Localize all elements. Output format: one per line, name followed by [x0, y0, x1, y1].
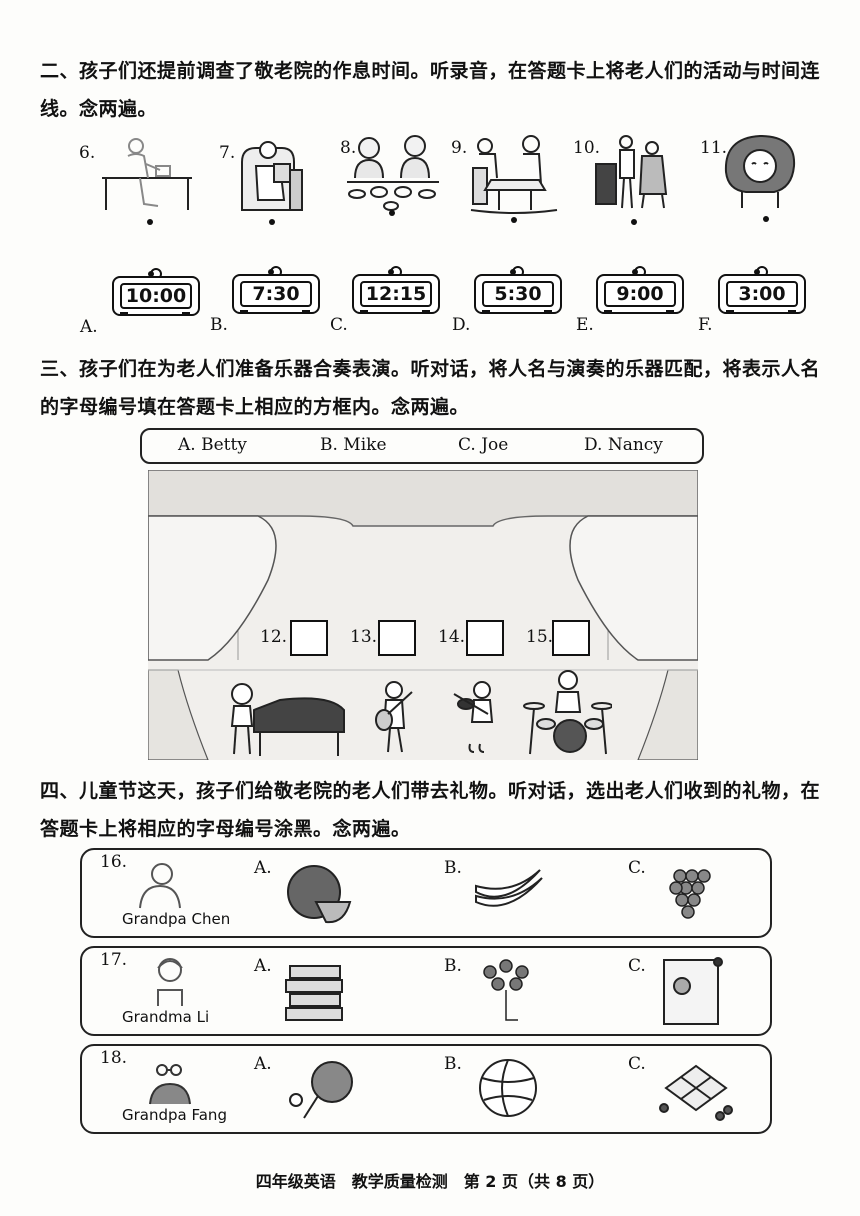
clock-letter-c: C. — [330, 315, 348, 335]
painting-icon — [663, 957, 723, 1025]
match-dot-11[interactable] — [763, 216, 769, 222]
question-number-10: 10. — [573, 138, 601, 158]
drums-icon — [523, 670, 612, 755]
option-letter-16a[interactable]: A. — [254, 858, 272, 878]
question-number-17: 17. — [100, 950, 128, 970]
match-dot-d[interactable] — [510, 269, 516, 275]
answer-box-13[interactable] — [378, 620, 416, 656]
option-letter-16b[interactable]: B. — [444, 858, 462, 878]
clock-letter-d: D. — [452, 315, 471, 335]
question-number-9: 9. — [451, 138, 468, 158]
page-footer: 四年级英语 教学质量检测 第 2 页（共 8 页） — [255, 1172, 605, 1191]
match-dot-b[interactable] — [268, 269, 274, 275]
match-dot-10[interactable] — [631, 219, 637, 225]
question-number-12: 12. — [260, 627, 288, 647]
playing-chess-icon — [470, 135, 558, 214]
grandma-li-icon — [157, 958, 183, 1006]
piano-icon — [230, 683, 345, 756]
names-box: A. Betty B. Mike C. Joe D. Nancy — [140, 428, 704, 464]
gift-row-17: 17. Grandma Li A. B. C. — [80, 946, 772, 1036]
grapes-icon — [669, 869, 711, 919]
name-betty: A. Betty — [178, 435, 247, 455]
person-name-17: Grandma Li — [122, 1008, 210, 1026]
clock-time-e: 9:00 — [604, 281, 676, 307]
clock-b: 7:30 — [232, 266, 320, 314]
match-dot-a[interactable] — [148, 271, 154, 277]
clock-a: 10:00 — [112, 268, 200, 316]
clock-letter-e: E. — [576, 315, 594, 335]
match-dot-f[interactable] — [754, 269, 760, 275]
clock-time-c: 12:15 — [360, 281, 432, 307]
section-3-title: 三、孩子们在为老人们准备乐器合奏表演。听对话，将人名与演奏的乐器匹配，将表示人名… — [40, 358, 821, 418]
match-dot-7[interactable] — [269, 219, 275, 225]
match-dot-9[interactable] — [511, 217, 517, 223]
clock-f: 3:00 — [718, 266, 806, 314]
question-number-13: 13. — [350, 627, 378, 647]
section-2-title: 二、孩子们还提前调查了敬老院的作息时间。听录音，在答题卡上将老人们的活动与时间连… — [40, 60, 821, 120]
answer-box-12[interactable] — [290, 620, 328, 656]
books-icon — [285, 965, 343, 1021]
gift-row-16: 16. Grandpa Chen A. B. C. — [80, 848, 772, 938]
guitar-icon — [375, 681, 413, 753]
option-letter-17a[interactable]: A. — [254, 956, 272, 976]
clock-c: 12:15 — [352, 266, 440, 314]
name-nancy: D. Nancy — [584, 435, 663, 455]
gift-row-18: 18. Grandpa Fang A. B. C. — [80, 1044, 772, 1134]
watermelon-icon — [287, 865, 352, 924]
match-dot-e[interactable] — [632, 269, 638, 275]
question-number-7: 7. — [219, 143, 236, 163]
option-letter-18c[interactable]: C. — [628, 1054, 646, 1074]
clock-letter-b: B. — [210, 315, 228, 335]
question-number-14: 14. — [438, 627, 466, 647]
name-mike: B. Mike — [320, 435, 387, 455]
clock-e: 9:00 — [596, 266, 684, 314]
clock-time-b: 7:30 — [240, 281, 312, 307]
question-number-8: 8. — [340, 138, 357, 158]
option-letter-17b[interactable]: B. — [444, 956, 462, 976]
violin-icon — [453, 681, 494, 753]
flowers-icon — [483, 959, 529, 1021]
question-number-6: 6. — [79, 143, 96, 163]
volleyball-icon — [479, 1059, 537, 1117]
clock-letter-a: A. — [80, 317, 98, 337]
person-name-18: Grandpa Fang — [122, 1106, 227, 1124]
name-joe: C. Joe — [458, 435, 509, 455]
option-letter-18b[interactable]: B. — [444, 1054, 462, 1074]
answer-box-14[interactable] — [466, 620, 504, 656]
clock-time-d: 5:30 — [482, 281, 554, 307]
bananas-icon — [475, 869, 543, 907]
clock-time-a: 10:00 — [120, 283, 192, 309]
person-name-16: Grandpa Chen — [122, 910, 231, 928]
stage-curtains — [148, 470, 698, 760]
stage-illustration: 12. 13. 14. 15. — [148, 470, 698, 760]
eating-lunch-icon — [347, 135, 439, 211]
clock-letter-f: F. — [698, 315, 713, 335]
sleeping-icon — [724, 134, 796, 208]
option-letter-18a[interactable]: A. — [254, 1054, 272, 1074]
section-4-title: 四、儿童节这天，孩子们给敬老院的老人们带去礼物。听对话，选出老人们收到的礼物，在… — [40, 780, 821, 840]
question-number-11: 11. — [700, 138, 728, 158]
chess-board-icon — [659, 1064, 733, 1121]
ping-pong-icon — [289, 1061, 353, 1119]
answer-box-15[interactable] — [552, 620, 590, 656]
question-number-16: 16. — [100, 852, 128, 872]
clock-d: 5:30 — [474, 266, 562, 314]
match-dot-8[interactable] — [389, 210, 395, 216]
match-dot-c[interactable] — [388, 269, 394, 275]
grandpa-fang-icon — [149, 1064, 191, 1105]
reading-at-desk-icon — [102, 138, 192, 210]
match-dot-6[interactable] — [147, 219, 153, 225]
question-number-15: 15. — [526, 627, 554, 647]
grandpa-chen-icon — [139, 863, 181, 909]
reading-in-armchair-icon — [241, 141, 303, 211]
watching-tv-icon — [595, 135, 668, 209]
option-letter-16c[interactable]: C. — [628, 858, 646, 878]
question-number-18: 18. — [100, 1048, 128, 1068]
option-letter-17c[interactable]: C. — [628, 956, 646, 976]
clock-time-f: 3:00 — [726, 281, 798, 307]
